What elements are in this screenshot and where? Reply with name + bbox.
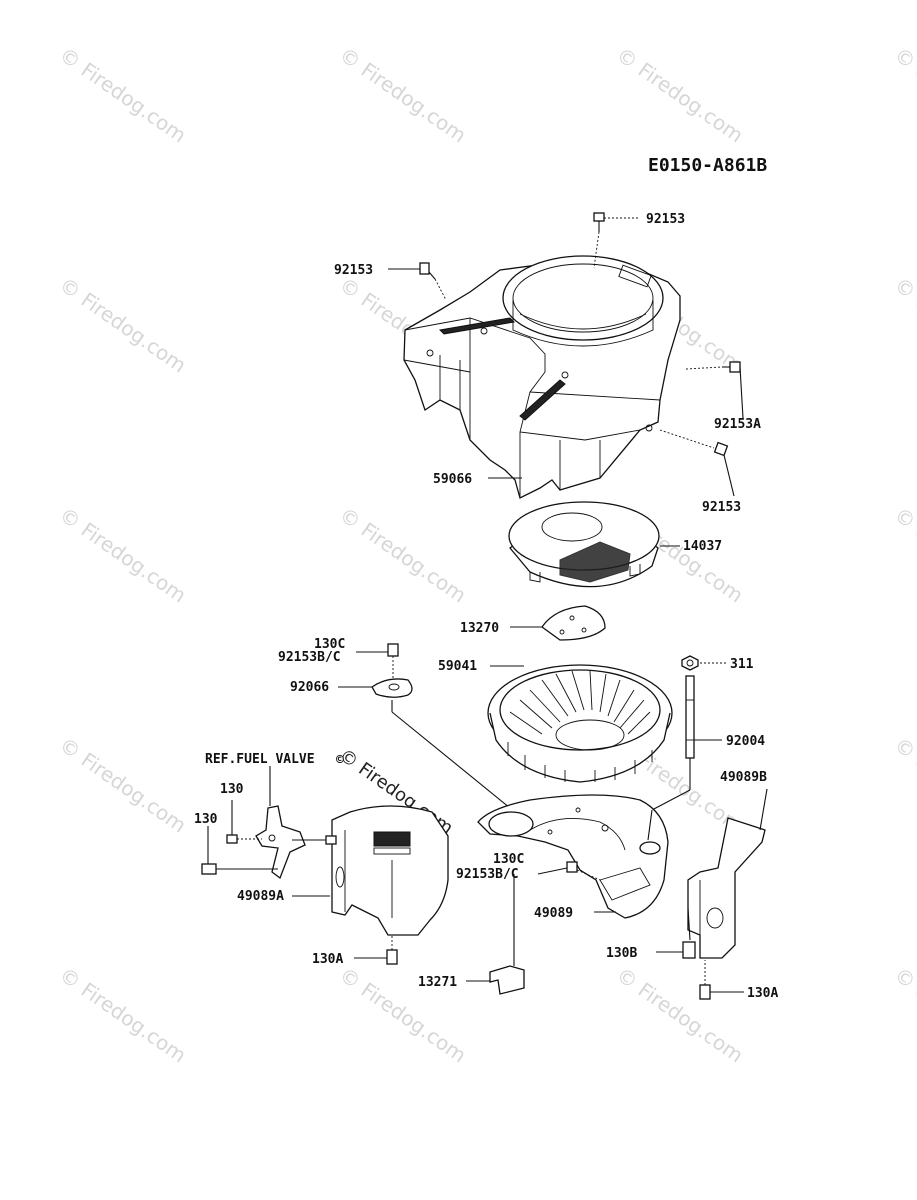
- label-49089A: 49089A: [237, 889, 284, 904]
- watermark: © Firedog.com: [55, 272, 191, 377]
- label-92153-right: 92153: [702, 500, 741, 515]
- fan-blades: [509, 670, 651, 735]
- bolt-130A-right: [699, 960, 744, 1000]
- watermark: © Firedog.com: [55, 962, 191, 1067]
- label-130-upper: 130: [220, 782, 244, 797]
- fuel-valve-bracket: [255, 766, 337, 880]
- label-92004: 92004: [726, 734, 765, 749]
- label-130-lower: 130: [194, 812, 218, 827]
- label-130B: 130B: [606, 946, 637, 961]
- label-92153-left: 92153: [334, 263, 373, 278]
- baffle-49089: [477, 794, 669, 919]
- watermark: © Firedog.com: [612, 962, 748, 1067]
- leader-stud: [647, 809, 653, 841]
- label-130A-left: 130A: [312, 952, 343, 967]
- bolt-92153-right: [659, 429, 735, 497]
- label-ref-fuel-valve: REF.FUEL VALVE: [205, 752, 315, 767]
- label-13271: 13271: [418, 975, 457, 990]
- watermark: © Firedog.com: [335, 502, 471, 607]
- watermark: © Firedog.com: [890, 272, 917, 377]
- nut-311: [681, 655, 728, 671]
- watermark: © Firedog.com: [55, 502, 191, 607]
- bolt-130C-92153BC-lower: [513, 861, 601, 966]
- watermark: © Firedog.com: [890, 732, 917, 837]
- fan-59041: [487, 664, 673, 783]
- bolt-130B: [656, 941, 696, 959]
- watermark: © Firedog.com: [612, 42, 748, 147]
- bolt-130-upper: [226, 800, 262, 844]
- bolt-92153-top: [593, 212, 640, 269]
- label-92153BC-upper: 92153B/C: [278, 650, 341, 665]
- bolt-92153-left: [388, 262, 447, 301]
- bracket-13271: [466, 965, 525, 995]
- bolt-130A-left: [354, 936, 398, 965]
- watermark: © Firedog.com: [890, 42, 917, 147]
- label-311: 311: [730, 657, 754, 672]
- plate-13270: [541, 605, 606, 641]
- label-92066: 92066: [290, 680, 329, 695]
- bolt-130C-92153BC-upper: [356, 643, 399, 678]
- label-130C-lower: 130C: [493, 852, 524, 867]
- plate-92066: [338, 678, 511, 809]
- label-13270: 13270: [460, 621, 499, 636]
- label-92153-top: 92153: [646, 212, 685, 227]
- label-92153BC-lower: 92153B/C: [456, 867, 519, 882]
- label-59041: 59041: [438, 659, 477, 674]
- bolt-130-lower: [201, 826, 278, 875]
- baffle-49089B: [687, 788, 768, 959]
- watermark: © Firedog.com: [890, 962, 917, 1067]
- label-49089B: 49089B: [720, 770, 767, 785]
- diagram-code: E0150-A861B: [648, 155, 767, 176]
- screen-14037: [508, 501, 660, 588]
- bolt-92153A: [685, 361, 744, 419]
- label-130A-right: 130A: [747, 986, 778, 1001]
- copyright-icon: ©: [336, 753, 344, 768]
- watermark: © Firedog.com: [55, 42, 191, 147]
- blower-housing-59066: [403, 255, 681, 499]
- watermark-layer: © Firedog.com © Firedog.com © Firedog.co…: [55, 42, 917, 1067]
- watermark: © Firedog.com: [335, 42, 471, 147]
- label-14037: 14037: [683, 539, 722, 554]
- watermark: © Firedog.com: [890, 502, 917, 607]
- baffle-49089A: [292, 805, 449, 936]
- label-92153A: 92153A: [714, 417, 761, 432]
- label-130C-upper: 130C: [314, 637, 345, 652]
- stud-92004: [651, 675, 722, 811]
- watermark: © Firedog.com: [55, 732, 191, 837]
- label-49089: 49089: [534, 906, 573, 921]
- label-59066: 59066: [433, 472, 472, 487]
